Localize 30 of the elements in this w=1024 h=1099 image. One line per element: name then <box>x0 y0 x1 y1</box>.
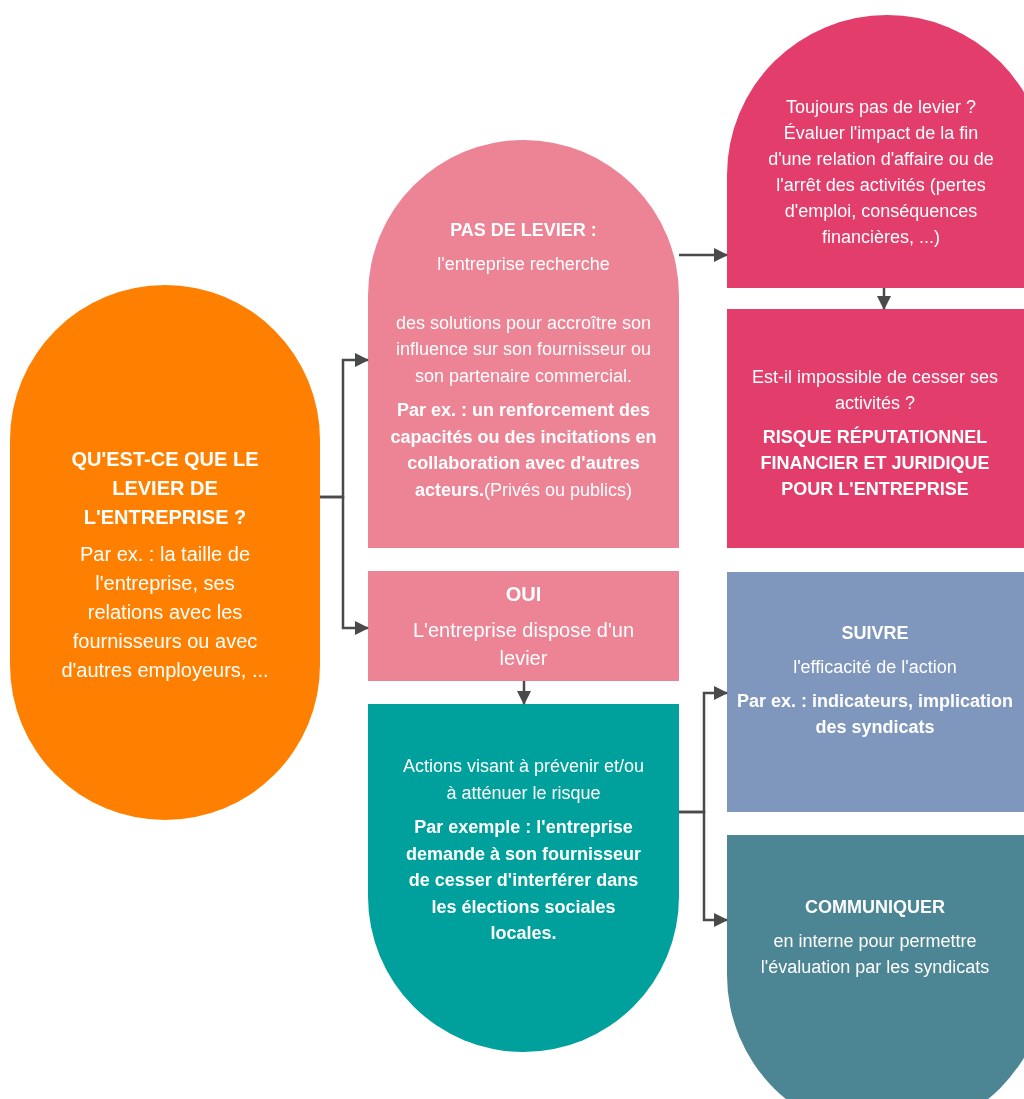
arrow <box>679 810 728 927</box>
node-text: Par exemple : l'entreprise demande à son fournisseur de cesser d'interférer dans les élections sociales locales. <box>404 816 643 946</box>
node-heading: COMMUNIQUER <box>805 896 945 919</box>
node-text: Toujours pas de levier ? Évaluer l'impact de la fin d'une relation d'affaire ou de l'arrêt des activités (pertes d'emploi, conséquences financières, ...) <box>767 95 995 249</box>
yes-box <box>368 571 679 681</box>
risk-box <box>727 309 1024 548</box>
arrow <box>877 288 891 310</box>
node-text: Par ex. : indicateurs, implication des syndicats <box>735 690 1015 739</box>
node-heading: SUIVRE <box>841 622 909 645</box>
node-heading: QU'EST-CE QUE LE LEVIER DE L'ENTREPRISE ? <box>70 446 260 530</box>
assessment-arch <box>727 15 1024 288</box>
node-text: en interne pour permettre l'évaluation par les syndicats <box>759 930 991 979</box>
node-text: RISQUE RÉPUTATIONNEL FINANCIER ET JURIDIQUE POUR L'ENTREPRISE <box>759 425 991 501</box>
arrow <box>320 495 369 635</box>
node-text: Actions visant à prévenir et/ou à atténuer le risque <box>401 755 646 805</box>
node-text: Par ex. : un renforcement des capacités ou des incitations en collaboration avec d'autres acteurs.(Privés ou publics) <box>389 399 658 502</box>
node-text: l'entreprise recherche <box>437 253 610 277</box>
node-heading: PAS DE LEVIER : <box>450 218 597 242</box>
node-heading: OUI <box>505 582 542 607</box>
arrow <box>517 681 531 705</box>
no-leverage-arch <box>368 140 679 548</box>
node-text: l'efficacité de l'action <box>793 656 957 679</box>
monitor-box <box>727 572 1024 812</box>
arrow <box>679 248 728 262</box>
communicate-arch <box>727 835 1024 1099</box>
node-text: Par ex. : la taille de l'entreprise, ses relations avec les fournisseurs ou avec d'autres employeurs, ... <box>60 541 270 683</box>
actions-arch <box>368 704 679 1052</box>
node-text: des solutions pour accroître son influence sur son fournisseur ou son partenaire commercial. <box>394 311 653 388</box>
node-text: L'entreprise dispose d'un levier <box>411 618 636 671</box>
node-text: Est-il impossible de cesser ses activités ? <box>750 365 1000 415</box>
